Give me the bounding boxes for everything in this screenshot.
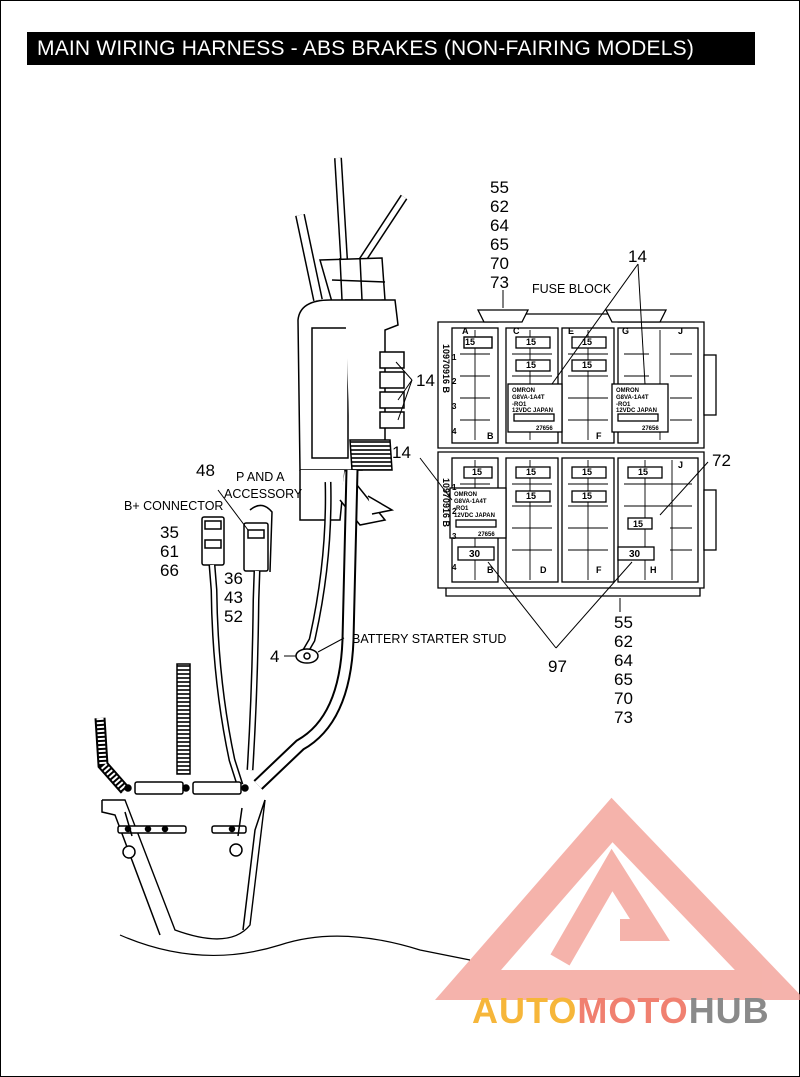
callout-70-bottom: 70 [614,689,633,708]
svg-text:OMRON: OMRON [616,388,639,394]
callout-97: 97 [548,657,567,676]
fuse-15-a1: 15 [465,337,475,347]
col-b: B [487,565,494,575]
svg-text:G8VA-1A4T: G8VA-1A4T [512,395,545,401]
callout-73-top: 73 [490,273,509,292]
callout-48: 48 [196,461,215,480]
svg-text:G8VA-1A4T: G8VA-1A4T [616,395,649,401]
callout-73-bottom: 73 [614,708,633,727]
row-2: 2 [452,377,457,386]
col-f-top: F [596,431,602,441]
part-number-top: 10970916 B [441,344,451,394]
fuse-15-c2: 15 [526,360,536,370]
fuse-15-h3: 15 [633,519,643,529]
svg-text:27656: 27656 [536,426,553,432]
fuse-15-d1: 15 [526,467,536,477]
svg-text:-RO1: -RO1 [512,402,527,408]
row-4-bottom: 4 [452,563,457,572]
watermark-moto: MOTO [577,990,689,1031]
callout-65-top: 65 [490,235,509,254]
row-4: 4 [452,427,457,436]
svg-text:12VDC JAPAN: 12VDC JAPAN [616,408,657,414]
fuse-15-e1: 15 [582,337,592,347]
col-f: F [596,565,602,575]
svg-text:OMRON: OMRON [512,388,535,394]
col-c: C [513,326,520,336]
callout-43: 43 [224,588,243,607]
relay-top-left: OMRON G8VA-1A4T -RO1 12VDC JAPAN 27656 [512,388,553,432]
svg-text:-RO1: -RO1 [616,402,631,408]
callout-14-left: 14 [392,443,411,462]
p-and-a-label-line2: ACCESSORY [224,487,303,501]
col-h: H [650,565,657,575]
callout-72: 72 [712,451,731,470]
fuse-15-c1: 15 [526,337,536,347]
row-2-bottom: 2 [452,507,457,516]
watermark-logo [435,797,800,1000]
callout-66: 66 [160,561,179,580]
callout-62-bottom: 62 [614,632,633,651]
fuse-15-h1: 15 [638,467,648,477]
col-b-top: B [487,431,494,441]
row-1: 1 [452,353,457,362]
watermark-wordmark: AUTOMOTOHUB [472,990,770,1032]
callout-64-bottom: 64 [614,651,633,670]
svg-text:G8VA-1A4T: G8VA-1A4T [454,499,487,505]
col-j: J [678,326,683,336]
page-title: MAIN WIRING HARNESS - ABS BRAKES (NON-FA… [27,32,755,65]
callout-4: 4 [270,647,279,666]
callout-52: 52 [224,607,243,626]
fuse-15-f1: 15 [582,467,592,477]
fuse-15-f2: 15 [582,491,592,501]
callout-36: 36 [224,569,243,588]
callout-35: 35 [160,523,179,542]
fuse-block-label: FUSE BLOCK [532,282,612,296]
svg-text:-RO1: -RO1 [454,506,469,512]
fuse-30-h4: 30 [629,549,641,560]
main-harness [94,157,471,961]
fuse-15-e2: 15 [582,360,592,370]
svg-text:OMRON: OMRON [454,492,477,498]
col-a: A [462,326,469,336]
callout-62-top: 62 [490,197,509,216]
callout-14-top: 14 [628,247,647,266]
svg-text:27656: 27656 [642,426,659,432]
relay-bottom-left: OMRON G8VA-1A4T -RO1 12VDC JAPAN 27656 [454,492,495,538]
callout-70-top: 70 [490,254,509,273]
row-3: 3 [452,402,457,411]
part-number-bottom: 10970916 B [441,478,451,528]
svg-text:27656: 27656 [478,532,495,538]
fuse-15-d2: 15 [526,491,536,501]
svg-text:12VDC JAPAN: 12VDC JAPAN [454,513,495,519]
callouts: 55 62 64 65 70 73 FUSE BLOCK 14 14 14 72… [124,178,731,727]
svg-text:12VDC JAPAN: 12VDC JAPAN [512,408,553,414]
watermark-hub: HUB [688,990,770,1031]
fuse-block-text: 15 15 15 15 15 15 15 15 15 15 15 15 30 3… [441,326,683,575]
col-e: E [568,326,574,336]
callout-61: 61 [160,542,179,561]
col-d: D [540,565,547,575]
col-j-bottom: J [678,460,683,470]
fuse-block [437,309,717,597]
fuse-30-b4: 30 [469,549,481,560]
col-g: G [622,326,629,336]
callout-55-bottom: 55 [614,613,633,632]
row-3-bottom: 3 [452,532,457,541]
callout-55-top: 55 [490,178,509,197]
b-plus-connector-label: B+ CONNECTOR [124,499,223,513]
callout-65-bottom: 65 [614,670,633,689]
callout-64-top: 64 [490,216,509,235]
battery-starter-stud-label: BATTERY STARTER STUD [352,632,506,646]
relay-top-right: OMRON G8VA-1A4T -RO1 12VDC JAPAN 27656 [616,388,659,432]
callout-14-side: 14 [416,371,435,390]
fuse-15-b1: 15 [472,467,482,477]
p-and-a-label-line1: P AND A [236,470,285,484]
leader-lines [217,263,709,657]
row-1-bottom: 1 [452,483,457,492]
watermark-auto: AUTO [472,990,578,1031]
